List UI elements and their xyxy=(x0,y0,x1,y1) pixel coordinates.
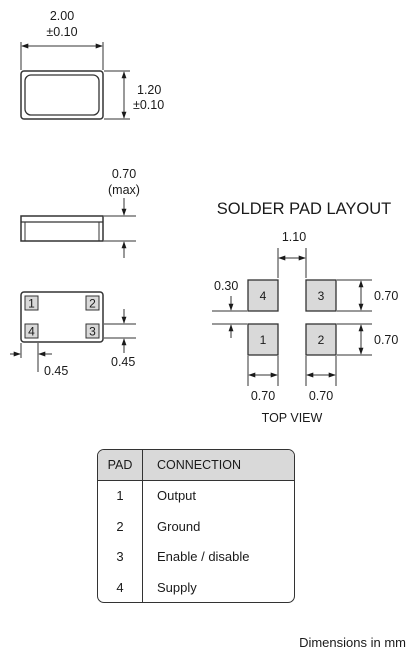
width-value: 1.20 xyxy=(137,83,161,97)
pin-2-pad xyxy=(85,295,100,311)
package-body-bottom xyxy=(20,291,104,343)
pin-3-pad xyxy=(85,323,100,339)
table-header: PAD CONNECTION xyxy=(98,450,294,481)
package-lid xyxy=(24,74,100,116)
top-view: 2.00 ±0.10 1.20 ±0.10 xyxy=(20,9,164,120)
pad-connection-table: PAD CONNECTION 1 Output 2 Ground 3 Enabl… xyxy=(97,449,295,603)
pin-4-pad xyxy=(24,323,39,339)
height-value: 0.70 xyxy=(112,167,136,181)
table-row: 3 Enable / disable xyxy=(98,542,294,573)
solder-pad-2 xyxy=(305,323,337,356)
bottom-view: 1 2 4 3 0.45 0.45 xyxy=(10,291,136,378)
pad-width-value: 0.45 xyxy=(44,364,68,378)
solder-pad-3 xyxy=(305,279,337,312)
pad-width-left-value: 0.70 xyxy=(251,389,275,403)
width-tolerance: ±0.10 xyxy=(133,98,164,112)
solder-pad-4 xyxy=(247,279,279,312)
package-body-side xyxy=(20,215,104,242)
solder-pad-layout: SOLDER PAD LAYOUT 1.10 4 3 1 2 0.30 xyxy=(212,200,398,425)
gap-value: 0.30 xyxy=(214,279,238,293)
package-body-top xyxy=(20,70,104,120)
pad-height-value: 0.45 xyxy=(111,355,135,369)
top-view-caption: TOP VIEW xyxy=(262,411,323,425)
row-pad: 2 xyxy=(98,511,143,542)
side-view: 0.70 (max) xyxy=(20,167,140,258)
length-tolerance: ±0.10 xyxy=(46,25,77,39)
solder-pad-4-label: 4 xyxy=(260,289,267,303)
solder-pad-1 xyxy=(247,323,279,356)
height-note: (max) xyxy=(108,183,140,197)
row-pad: 1 xyxy=(98,481,143,512)
pad-width-right-value: 0.70 xyxy=(309,389,333,403)
pin-3-label: 3 xyxy=(89,325,96,339)
solder-pad-1-label: 1 xyxy=(260,333,267,347)
dimensions-note: Dimensions in mm xyxy=(299,635,406,650)
table-row: 1 Output xyxy=(98,481,294,512)
row-connection: Supply xyxy=(157,579,197,595)
solder-pad-2-label: 2 xyxy=(318,333,325,347)
pitch-value: 1.10 xyxy=(282,230,306,244)
row-pad: 4 xyxy=(98,572,143,602)
pin-4-label: 4 xyxy=(28,325,35,339)
pin-1-pad xyxy=(24,295,39,311)
table-row: 4 Supply xyxy=(98,572,294,602)
solder-pad-title: SOLDER PAD LAYOUT xyxy=(217,200,392,218)
table-row: 2 Ground xyxy=(98,511,294,542)
row-connection: Enable / disable xyxy=(157,549,250,564)
pin-2-label: 2 xyxy=(89,297,96,311)
header-connection: CONNECTION xyxy=(157,458,242,472)
pad-height-top-value: 0.70 xyxy=(374,289,398,303)
pin-1-label: 1 xyxy=(28,297,35,311)
row-connection: Output xyxy=(157,488,197,503)
row-pad: 3 xyxy=(98,542,143,573)
header-pad: PAD xyxy=(98,450,143,480)
solder-pad-3-label: 3 xyxy=(318,289,325,303)
pad-height-bottom-value: 0.70 xyxy=(374,333,398,347)
length-value: 2.00 xyxy=(50,9,74,23)
row-connection: Ground xyxy=(157,518,201,534)
